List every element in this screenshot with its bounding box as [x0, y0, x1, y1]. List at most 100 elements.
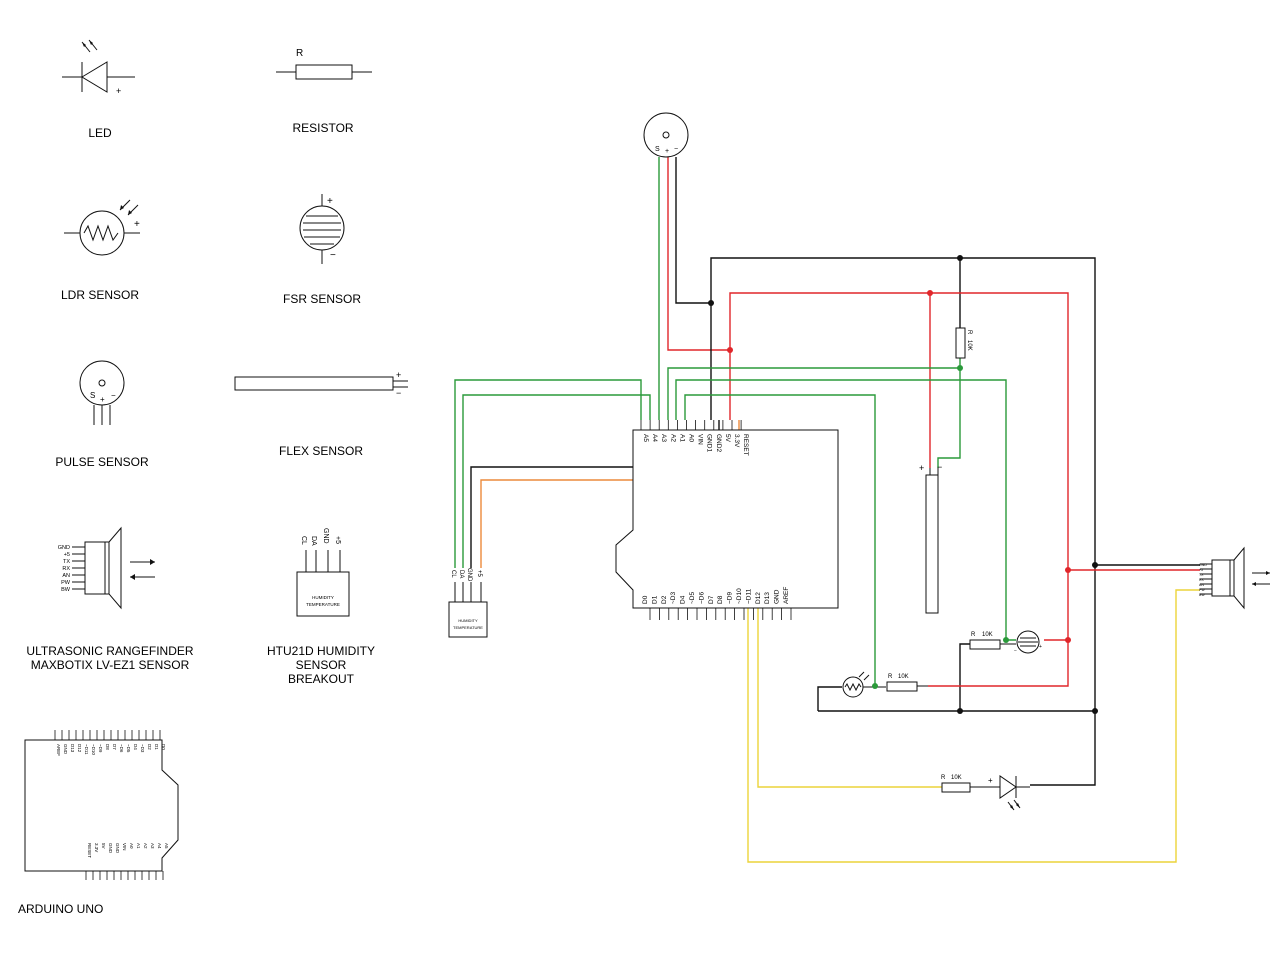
legend-fsr-plus: +: [327, 196, 333, 207]
legend-arduino-bottom-pin-label-6: A0: [129, 843, 134, 849]
legend-arduino-bottom-pin-label-11: A5: [164, 843, 169, 849]
legend-ultra-pin-rx: RX: [62, 566, 70, 572]
arduino-bottom-pin-label-11: ~D11: [745, 588, 752, 604]
legend-arduino-bottom-pin-label-10: A4: [157, 843, 162, 849]
legend-arduino-top-pin-label-12: ~D3: [140, 744, 145, 753]
fsr-plus: +: [1039, 644, 1042, 650]
legend-arduino-bottom-pin-label-9: A3: [150, 843, 155, 849]
legend-led-symbol: +: [62, 39, 135, 96]
legend-arduino-bottom-pin-label-4: GND: [115, 843, 120, 854]
legend-arduino-top-pin-label-7: D8: [105, 744, 110, 750]
htu-pin-gnd: GND: [466, 568, 472, 582]
legend-arduino-bottom-pin-label-8: A2: [143, 843, 148, 849]
legend-arduino-top-pin-label-9: ~D6: [119, 744, 124, 753]
legend-ultra-pin-bw: BW: [61, 587, 71, 593]
htu-pin-da: DA: [458, 570, 464, 578]
arduino-top-pin-label-6: VIN: [697, 434, 704, 445]
pulse-pin-s: S: [655, 146, 660, 153]
legend-htu21d-label-2: SENSOR BREAKOUT: [287, 658, 354, 686]
legend-ultrasonic-symbol: GND +5 TX RX AN PW BW: [58, 526, 155, 610]
legend-arduino-top-pin-label-15: D0: [161, 744, 166, 750]
arduino-bottom-pin-label-5: ~D5: [689, 592, 696, 604]
legend-arduino-top-pin-label-13: D2: [147, 744, 152, 750]
legend-htu-board-line1: HUMIDITY: [312, 595, 334, 600]
arduino-bottom-pin-label-12: D12: [755, 592, 762, 604]
htu-board-line2: TEMPERATURE: [453, 625, 483, 630]
junction-gnd-5: [1092, 708, 1098, 714]
legend-pulse-pin-minus: −: [111, 391, 116, 400]
legend-arduino-bottom-pin-label-7: A1: [136, 843, 141, 849]
legend-arduino-top-pin-label-11: D4: [133, 744, 138, 750]
arduino-bottom-pin-label-14: GND: [774, 589, 781, 604]
arduino-bottom-pin-label-7: D7: [708, 595, 715, 604]
legend-led-label: LED: [88, 126, 112, 140]
ultra-pin-5v: +5: [1199, 568, 1203, 572]
flex-minus: −: [937, 462, 942, 472]
arduino-bottom-pin-label-10: ~D10: [736, 588, 743, 604]
arduino-top-pin-label-7: GND1: [706, 434, 713, 452]
junction-5v-4: [1065, 637, 1071, 643]
junction-5v-3: [1065, 567, 1071, 573]
arduino-bottom-pin-label-6: ~D6: [698, 592, 705, 604]
legend-ultra-pin-pw: PW: [61, 580, 71, 586]
legend-arduino-top-pin-label-4: ~D11: [84, 744, 89, 755]
pulse-sensor: S + −: [643, 112, 689, 158]
arduino-top-pin-label-8: GND2: [715, 434, 722, 452]
legend-pulse-label: PULSE SENSOR: [55, 455, 149, 469]
resistor-flex-value: 10K: [966, 340, 972, 351]
fsr-minus: −: [1014, 648, 1017, 654]
htu-board-line1: HUMIDITY: [458, 618, 478, 623]
junction-gnd-1: [708, 300, 714, 306]
legend-fsr-symbol: + −: [299, 194, 345, 264]
arduino-top-pin-label-9: 5V: [724, 434, 731, 443]
arduino-top-pin-label-5: A0: [688, 434, 695, 442]
resistor-led-r: R: [941, 775, 946, 781]
led-plus: +: [988, 776, 993, 785]
ultra-pin-an: AN: [1199, 583, 1204, 587]
legend-htu21d-label-1: HTU21D HUMIDITY: [266, 644, 375, 658]
legend-arduino-top-pin-label-6: ~D9: [98, 744, 103, 753]
legend-htu-board-line2: TEMPERATURE: [306, 602, 340, 607]
resistor-ldr-value: 10K: [898, 674, 909, 680]
junction-sig-3: [872, 683, 878, 689]
resistor-fsr-r: R: [971, 632, 976, 638]
flex-plus: +: [919, 463, 924, 473]
resistor-led: R 10K: [941, 775, 1000, 793]
arduino-bottom-pin-label-8: D8: [717, 595, 724, 604]
junction-sig-1: [957, 365, 963, 371]
arduino-bottom-pin-label-13: D13: [764, 592, 771, 604]
htu21d-module: CL DA GND +5 HUMIDITY TEMPERATURE: [448, 568, 488, 638]
pulse-pin-minus: −: [674, 146, 678, 153]
legend-arduino-bottom-pin-label-3: GND: [108, 843, 113, 854]
legend-flex-minus: −: [396, 388, 401, 398]
resistor-fsr: R 10K: [969, 632, 1016, 650]
legend-ultrasonic-label-1: ULTRASONIC RANGEFINDER: [26, 644, 194, 658]
arduino-bottom-pin-label-0: D0: [642, 595, 649, 604]
legend-ldr-symbol: +: [64, 199, 140, 256]
legend-htu-pin-gnd: GND: [322, 528, 329, 544]
led: +: [988, 775, 1030, 811]
arduino-bottom-pin-label-15: AREF: [783, 587, 790, 604]
arduino-bottom-pin-label-1: D1: [651, 595, 658, 604]
arduino-top-pin-label-11: RESET: [742, 434, 749, 456]
junction-sig-2: [1003, 637, 1009, 643]
legend-ldr-plus: +: [134, 219, 140, 230]
legend-ultra-pin-an: AN: [62, 573, 70, 579]
legend-ldr-label: LDR SENSOR: [60, 288, 140, 302]
legend-ultra-pin-gnd: GND: [58, 545, 70, 551]
fsr-sensor: − +: [1014, 630, 1042, 654]
htu-pin-cl: CL: [450, 570, 456, 578]
legend-resistor-r: R: [296, 48, 303, 59]
legend-fsr-minus: −: [330, 250, 336, 261]
legend-arduino-bottom-pin-label-0: RESET: [87, 843, 92, 858]
ultrasonic-sensor: GND +5 TX RX AN PW BW: [1199, 546, 1270, 610]
legend-flex-label: FLEX SENSOR: [278, 444, 364, 458]
legend-flex-symbol: + −: [234, 370, 408, 398]
legend-arduino-top-pin-label-3: D12: [77, 744, 82, 753]
legend-pulse-pin-plus: +: [100, 395, 105, 404]
legend-arduino-label: ARDUINO UNO: [18, 902, 104, 916]
